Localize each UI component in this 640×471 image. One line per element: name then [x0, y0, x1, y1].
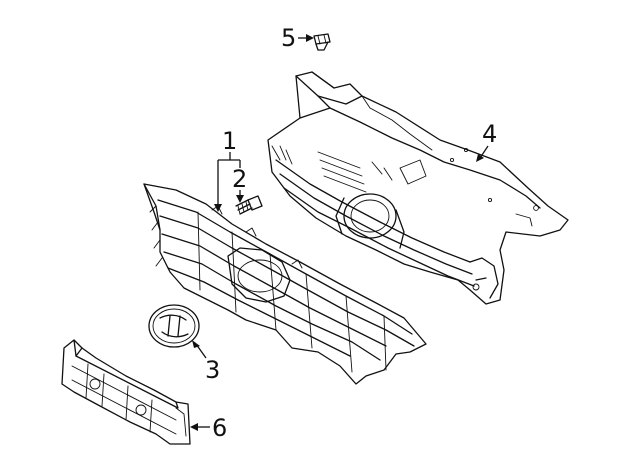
- grille-emblem: [148, 304, 200, 348]
- callout-6: 6: [212, 414, 227, 442]
- clip-part: [313, 33, 331, 51]
- callout-2: 2: [232, 165, 247, 193]
- screw-part: [235, 195, 263, 215]
- grille-support-bracket: [267, 71, 569, 305]
- callout-3: 3: [205, 356, 220, 384]
- callout-4: 4: [482, 120, 497, 148]
- grille-assembly: [143, 183, 427, 385]
- callout-5: 5: [281, 24, 296, 52]
- callout-1: 1: [222, 127, 237, 155]
- callout-leaders: [190, 34, 489, 431]
- license-plate-bracket: [61, 339, 191, 445]
